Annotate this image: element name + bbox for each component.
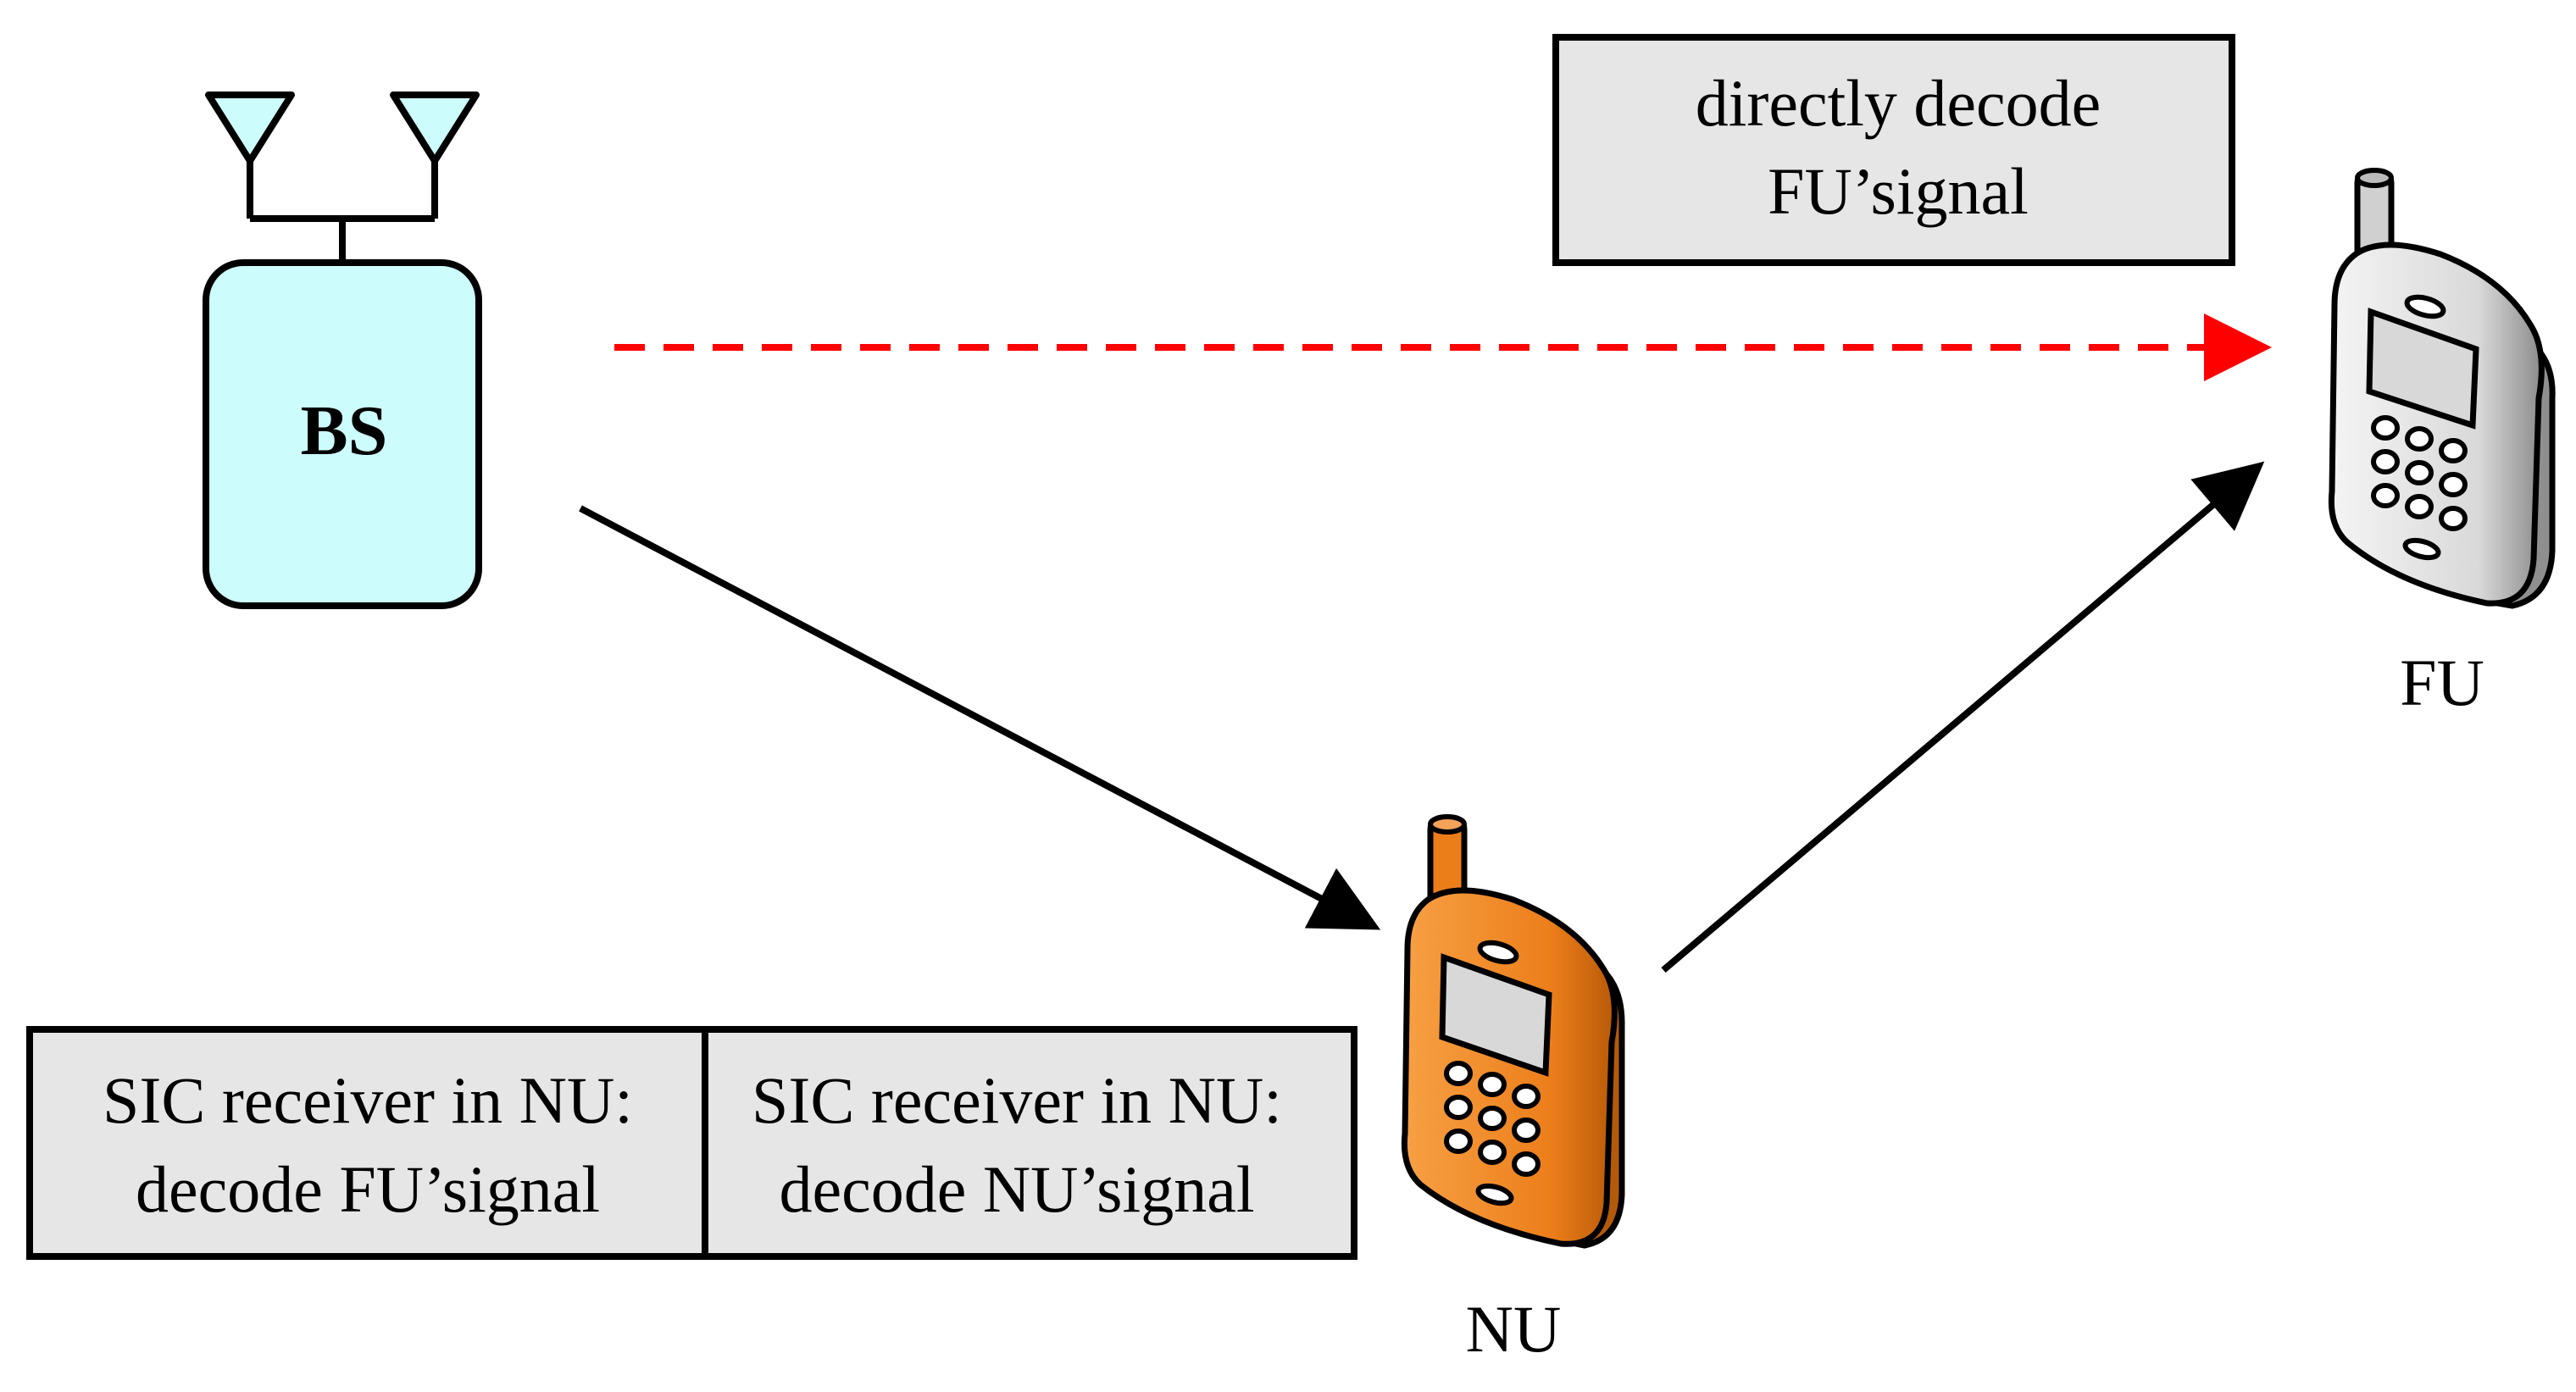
near-user-label: NU	[1466, 1292, 1562, 1366]
sic-box-2-line1: SIC receiver in NU:	[752, 1063, 1282, 1137]
base-station-body	[203, 259, 482, 609]
sic-box-1-line2: decode FU’signal	[136, 1152, 600, 1226]
far-user-label: FU	[2400, 646, 2484, 719]
near-user-phone-icon	[1401, 814, 1625, 1249]
base-station-label: BS	[301, 391, 388, 470]
sic-box-decode-fu	[26, 1026, 708, 1260]
direct-decode-box: directly decode FU’signal	[1552, 34, 2235, 266]
sic-box-2-line2: decode NU’signal	[779, 1152, 1254, 1226]
far-user-phone-icon	[2328, 168, 2556, 609]
bs-to-nu-arrow	[579, 505, 1381, 930]
direct-decode-line1: directly decode	[1696, 66, 2101, 140]
sic-box-group: SIC receiver in NU: decode FU’signal SIC…	[26, 1026, 1357, 1260]
sic-box-1-line1: SIC receiver in NU:	[103, 1063, 633, 1137]
nu-to-fu-arrow	[1661, 461, 2265, 973]
antenna-icon	[390, 92, 480, 219]
sic-box-decode-nu	[702, 1026, 1357, 1260]
antenna-icon	[205, 92, 295, 219]
direct-decode-line2: FU’signal	[1768, 154, 2029, 228]
base-station-icon: BS	[203, 92, 482, 609]
